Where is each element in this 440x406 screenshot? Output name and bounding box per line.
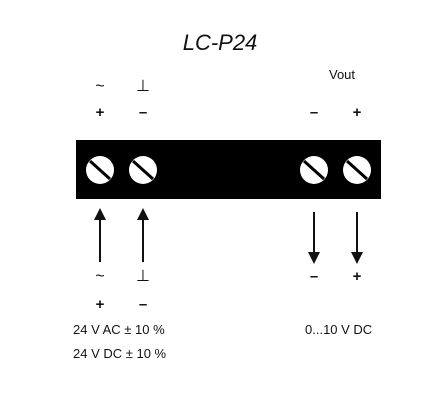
bottom-sign-left-minus: – [138,296,148,313]
top-sign-terminal-2: – [138,104,148,121]
screw-terminal-icon [86,156,114,184]
spec-out: 0...10 V DC [305,322,373,337]
bottom-sign-minus: – [309,268,319,285]
terminal-block [76,140,381,199]
title: LC-P24 [182,30,258,55]
bottom-ground-symbol: ⊥ [136,268,150,285]
screw-terminal-icon [343,156,371,184]
vout-label: Vout [329,67,356,82]
spec-ac: 24 V AC ± 10 % [73,322,165,337]
spec-dc: 24 V DC ± 10 % [73,346,167,361]
top-ac-symbol: ~ [95,78,105,95]
top-sign-terminal-1: + [95,104,105,121]
bottom-ac-symbol: ~ [95,268,105,285]
top-sign-terminal-3: – [309,104,319,121]
top-sign-terminal-4: + [352,104,362,121]
top-ground-symbol: ⊥ [136,78,150,95]
screw-terminal-icon [300,156,328,184]
bottom-sign-plus: + [352,268,362,285]
bottom-sign-left-plus: + [95,296,105,313]
screw-terminal-icon [129,156,157,184]
